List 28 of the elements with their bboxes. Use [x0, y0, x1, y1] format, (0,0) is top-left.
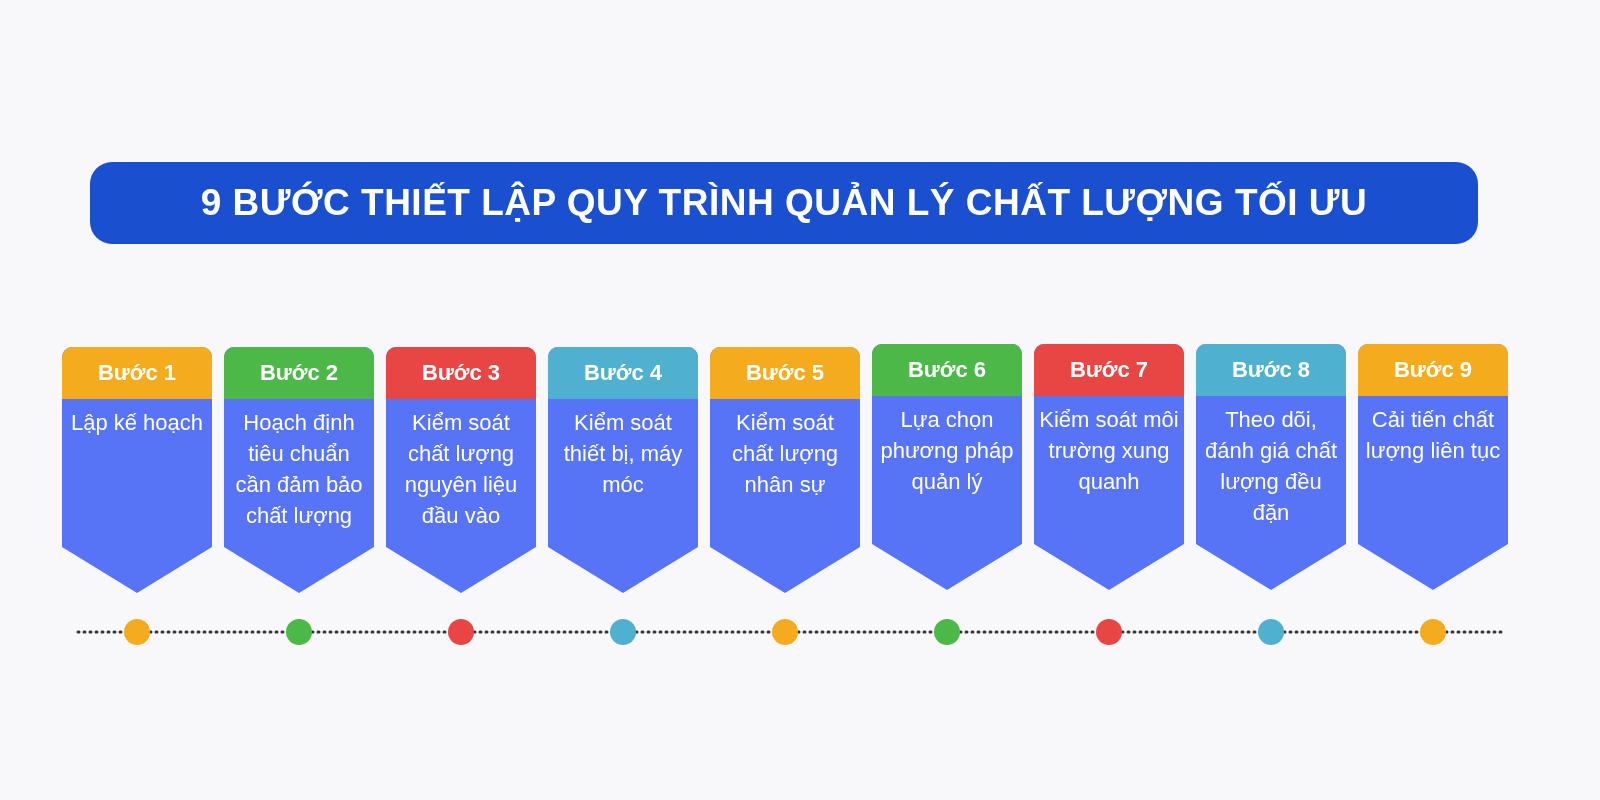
step-heading: Bước 8	[1196, 344, 1346, 396]
step-heading: Bước 9	[1358, 344, 1508, 396]
title-banner: 9 BƯỚC THIẾT LẬP QUY TRÌNH QUẢN LÝ CHẤT LƯỢNG TỐI ƯU	[90, 162, 1478, 244]
step-heading: Bước 4	[548, 347, 698, 399]
step-description: Kiểm soát thiết bị, máy móc	[562, 409, 684, 499]
step-card	[386, 347, 536, 593]
step-heading: Bước 1	[62, 347, 212, 399]
step-card	[710, 347, 860, 593]
step-card	[548, 347, 698, 593]
step-heading: Bước 2	[224, 347, 374, 399]
step-card	[872, 344, 1022, 590]
step-description: Lựa chọn phương pháp quản lý	[879, 406, 1015, 496]
step-heading: Bước 7	[1034, 344, 1184, 396]
step-heading: Bước 5	[710, 347, 860, 399]
step-description: Kiểm soát chất lượng nhân sự	[730, 409, 840, 499]
step-description: Cải tiến chất lượng liên tục	[1364, 406, 1502, 465]
step-card	[224, 347, 374, 593]
step-card	[62, 347, 212, 593]
step-card	[1358, 344, 1508, 590]
step-heading: Bước 6	[872, 344, 1022, 396]
step-card	[1196, 344, 1346, 590]
step-description: Lập kế hoạch	[69, 409, 205, 437]
step-heading: Bước 3	[386, 347, 536, 399]
step-description: Hoạch định tiêu chuẩn cần đảm bảo chất lượng	[234, 409, 364, 530]
step-description: Kiểm soát chất lượng nguyên liệu đầu vào	[403, 409, 519, 530]
step-card	[1034, 344, 1184, 590]
step-description: Kiểm soát môi trường xung quanh	[1038, 406, 1180, 496]
step-description: Theo dõi, đánh giá chất lượng đều đặn	[1203, 406, 1339, 527]
